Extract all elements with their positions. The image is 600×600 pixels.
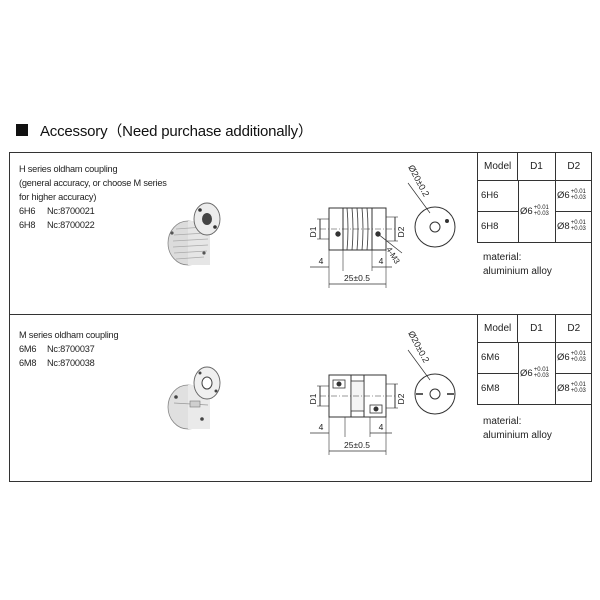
table-body: 6M6 6M8 Ø6 +0.01+0.03 Ø6 +0.01+0.03 Ø8 +…: [478, 343, 592, 405]
material-note: material: aluminium alloy: [483, 251, 552, 279]
d2-value: Ø8 +0.01+0.03: [557, 220, 586, 232]
material-note: material: aluminium alloy: [483, 415, 552, 443]
header-model: Model: [478, 315, 519, 342]
model-cell: 6M6: [481, 352, 500, 363]
section-heading: Accessory（Need purchase additionally）: [16, 119, 313, 141]
header-d2: D2: [567, 323, 581, 334]
dim-screw-label: 4-M3: [384, 245, 402, 266]
dim-d1-label: D1: [308, 393, 318, 404]
dim-d2-label: D2: [396, 393, 406, 404]
material-value: aluminium alloy: [483, 266, 552, 277]
h-coupling-photo: [167, 202, 221, 266]
header-model: Model: [478, 153, 519, 180]
part-number: Nc:8700022: [47, 220, 95, 230]
m-coupling-photo: [167, 366, 221, 430]
header-d1: D1: [518, 315, 556, 342]
table-header-row: Model D1 D2: [478, 315, 592, 343]
dim-d1-label: D1: [308, 226, 318, 237]
h-series-panel: H series oldham coupling (general accura…: [9, 152, 592, 315]
dim-length-label: 25±0.5: [344, 440, 370, 450]
header-d2: D2: [567, 161, 581, 172]
desc-line: H series oldham coupling: [19, 164, 118, 174]
part-model: 6M8: [19, 358, 37, 368]
m-spec-table: Model D1 D2 6M6 6M8 Ø6 +0.01+0.03 Ø6 +0.…: [477, 315, 592, 441]
part-number: Nc:8700037: [47, 344, 95, 354]
part-code: 6M6 Nc:8700037: [19, 342, 118, 356]
dim-offset-label: 4: [379, 422, 384, 432]
part-model: 6H6: [19, 206, 36, 216]
part-code: 6M8 Nc:8700038: [19, 356, 118, 370]
table-body: 6H6 6H8 Ø6 +0.01+0.03 Ø6 +0.01+0.03 Ø8 +…: [478, 181, 592, 243]
h-series-description: H series oldham coupling (general accura…: [19, 162, 167, 232]
bullet-square-icon: [16, 124, 28, 136]
part-code: 6H6 Nc:8700021: [19, 204, 167, 218]
material-label: material:: [483, 252, 522, 263]
section-title: Accessory（Need purchase additionally）: [40, 122, 313, 140]
dim-diameter-label: Ø20±0.2: [406, 329, 431, 364]
d2-value: Ø6 +0.01+0.03: [557, 189, 586, 201]
h-series-drawing: D1 D2 4 4 25±0.5 4-M3 Ø20±0.2: [167, 163, 456, 288]
dim-flange-label: 4: [319, 256, 324, 266]
desc-line: M series oldham coupling: [19, 330, 119, 340]
m-side-view: [310, 374, 398, 455]
dim-flange-label: 4: [319, 422, 324, 432]
dim-length-label: 25±0.5: [344, 273, 370, 283]
h-side-view: [310, 207, 403, 288]
d1-value: Ø6 +0.01+0.03: [520, 205, 549, 217]
desc-line: (general accuracy, or choose M series: [19, 178, 167, 188]
header-d1: D1: [518, 153, 556, 180]
part-code: 6H8 Nc:8700022: [19, 218, 167, 232]
dim-diameter-label: Ø20±0.2: [406, 163, 431, 198]
part-number: Nc:8700038: [47, 358, 95, 368]
material-label: material:: [483, 416, 522, 427]
model-cell: 6H6: [481, 190, 499, 201]
desc-line: for higher accuracy): [19, 192, 97, 202]
d1-value: Ø6 +0.01+0.03: [520, 367, 549, 379]
model-cell: 6M8: [481, 383, 500, 394]
part-model: 6M6: [19, 344, 37, 354]
part-model: 6H8: [19, 220, 36, 230]
d2-value: Ø6 +0.01+0.03: [557, 351, 586, 363]
table-header-row: Model D1 D2: [478, 153, 592, 181]
m-series-panel: M series oldham coupling 6M6 Nc:8700037 …: [9, 315, 592, 482]
h-end-view: [407, 182, 456, 248]
model-cell: 6H8: [481, 221, 499, 232]
d2-value: Ø8 +0.01+0.03: [557, 382, 586, 394]
m-series-drawing: D1 D2 4 4 25±0.5 Ø20±0.2: [167, 329, 456, 455]
dim-d2-label: D2: [396, 226, 406, 237]
m-series-description: M series oldham coupling 6M6 Nc:8700037 …: [19, 328, 119, 370]
h-spec-table: Model D1 D2 6H6 6H8 Ø6 +0.01+0.03 Ø6 +0.…: [477, 153, 592, 277]
part-number: Nc:8700021: [47, 206, 95, 216]
material-value: aluminium alloy: [483, 430, 552, 441]
dim-offset-label: 4: [379, 256, 384, 266]
m-end-view: [407, 349, 456, 415]
